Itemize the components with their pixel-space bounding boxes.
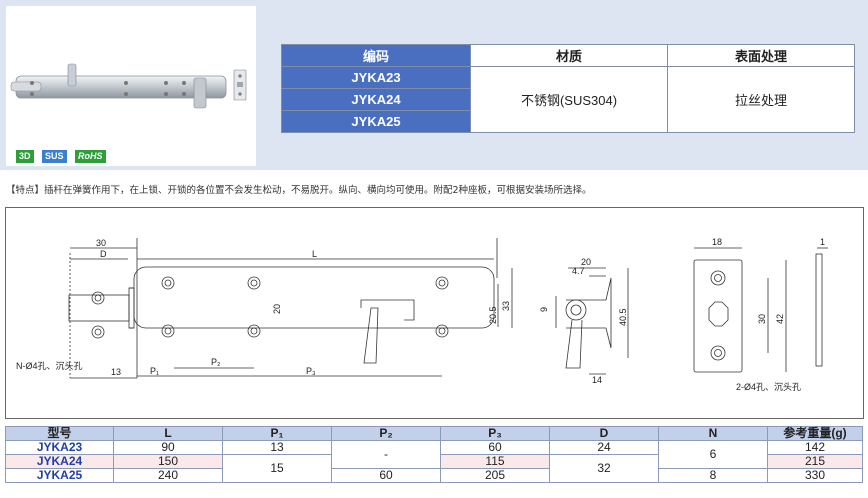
p1-cell: 15 [222, 454, 332, 483]
table-row: JYKA25 240 60 205 8 330 [5, 468, 863, 483]
weight-cell: 215 [767, 454, 863, 469]
side-dim-14: 14 [592, 375, 602, 385]
side-dim-4-7: 4.7 [572, 266, 585, 276]
surface-cell: 拉丝处理 [667, 66, 855, 133]
dim-p2: P₂ [211, 357, 221, 367]
table-row: JYKA23 90 13 - 60 24 6 142 [5, 440, 863, 469]
spec-header: P₂ [331, 426, 441, 441]
spec-header: N [658, 426, 768, 441]
p2-cell: - [331, 440, 441, 469]
spec-header: P₃ [440, 426, 550, 441]
dim-30: 30 [96, 238, 106, 248]
product-image [6, 6, 256, 166]
plate-hole-note: 2-Ø4孔、沉头孔 [736, 382, 801, 392]
n-cell: 6 [658, 440, 768, 469]
spec-header: 型号 [5, 426, 114, 441]
model-cell: JYKA24 [5, 454, 114, 469]
side-dim-40-5: 40.5 [618, 308, 628, 326]
badge-3d: 3D [16, 150, 34, 163]
header-surface: 表面处理 [667, 44, 855, 67]
dim-20-mid: 20 [272, 304, 282, 314]
d-cell: 32 [549, 454, 659, 483]
header-code: 编码 [281, 44, 471, 67]
material-cell: 不锈钢(SUS304) [470, 66, 668, 133]
l-cell: 90 [113, 440, 223, 455]
spec-table: 型号 L P₁ P₂ P₃ D N 参考重量(g) JYKA23 90 13 -… [5, 426, 863, 483]
p3-cell: 115 [440, 454, 550, 469]
weight-cell: 142 [767, 440, 863, 455]
weight-cell: 330 [767, 468, 863, 483]
hole-note: N-Ø4孔、沉头孔 [16, 361, 83, 371]
dim-20-5: 20.5 [488, 306, 498, 324]
badge-sus: SUS [42, 150, 67, 163]
dim-p3: P₃ [306, 366, 316, 376]
spec-header: P₁ [222, 426, 332, 441]
product-header-panel: 3D SUS RoHS 编码 材质 表面处理 JYKA23 不锈钢(SUS304… [0, 0, 868, 170]
header-material: 材质 [470, 44, 668, 67]
code-cell: JYKA23 [281, 66, 471, 89]
badge-rohs: RoHS [75, 150, 106, 163]
p3-cell: 205 [440, 468, 550, 483]
bolt-photo [10, 63, 247, 109]
spec-header: D [549, 426, 659, 441]
plate-dim-42: 42 [775, 314, 785, 324]
l-cell: 240 [113, 468, 223, 483]
d-cell: 24 [549, 440, 659, 455]
code-cell: JYKA25 [281, 110, 471, 133]
dim-13: 13 [111, 367, 121, 377]
feature-description: 【特点】插杆在弹簧作用下，在上锁、开锁的各位置不会发生松动，不易脱开。纵向、横向… [6, 185, 592, 196]
side-dim-9: 9 [539, 307, 549, 312]
spec-header: 参考重量(g) [767, 426, 863, 441]
model-cell: JYKA23 [5, 440, 114, 455]
technical-drawing: 30 D L 20 20.5 33 N-Ø4孔、沉头孔 13 P₁ P₂ P₃ … [5, 207, 864, 419]
p3-cell: 60 [440, 440, 550, 455]
side-dim-20: 20 [581, 257, 591, 267]
n-cell: 8 [658, 468, 768, 483]
code-cell: JYKA24 [281, 88, 471, 111]
code-material-table: 编码 材质 表面处理 JYKA23 不锈钢(SUS304) 拉丝处理 JYKA2… [281, 44, 855, 133]
dim-l: L [312, 249, 317, 259]
drawing-svg: 30 D L 20 20.5 33 N-Ø4孔、沉头孔 13 P₁ P₂ P₃ … [16, 237, 828, 392]
p1-cell: 13 [222, 440, 332, 455]
l-cell: 150 [113, 454, 223, 469]
plate-dim-18: 18 [712, 237, 722, 247]
dim-d: D [100, 249, 107, 259]
plate-dim-1: 1 [820, 237, 825, 247]
model-cell: JYKA25 [5, 468, 114, 483]
dim-p1: P₁ [150, 366, 159, 376]
spec-header: L [113, 426, 223, 441]
plate-dim-30: 30 [757, 314, 767, 324]
dim-33: 33 [501, 301, 511, 311]
p2-cell: 60 [331, 468, 441, 483]
